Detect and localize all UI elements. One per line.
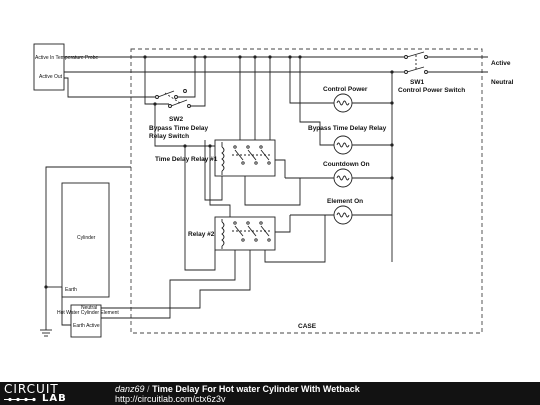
relay-2 [214, 216, 276, 251]
relay2-contacts [232, 221, 272, 242]
author-name[interactable]: danz69 [115, 384, 145, 394]
temperature-probe-box [33, 43, 65, 91]
tdr1-coil [221, 142, 225, 175]
circuit-trace-icon [4, 397, 36, 402]
time-delay-relay-1 [214, 139, 276, 177]
bypass-tdr-label: Bypass Time Delay Relay [308, 125, 387, 132]
countdown-on-lamp [333, 168, 353, 188]
element-on-lamp [333, 205, 353, 225]
relay2-coil [221, 219, 225, 249]
schematic-diagram: CASE Active In Temperature Probe Active … [33, 43, 514, 338]
sw1-desc: Control Power Switch [398, 87, 465, 94]
neutral-small-label: Neutral [81, 305, 97, 311]
control-power-lamp [333, 93, 353, 113]
hw-element-box [70, 304, 102, 338]
case-enclosure [130, 48, 483, 334]
active-out-label: Active Out [39, 74, 63, 80]
footer-bar: CIRCUIT LAB danz69 / Time Delay For Hot … [0, 382, 540, 405]
tdr1-label: Time Delay Relay #1 [155, 156, 218, 163]
title-separator: / [147, 384, 150, 394]
circuit-url[interactable]: http://circuitlab.com/ctx6z3v [115, 394, 226, 404]
sw2-desc-1: Bypass Time Delay [149, 125, 209, 132]
sw2-switch [155, 89, 191, 108]
ground-icon [40, 329, 52, 337]
footer-title: danz69 / Time Delay For Hot water Cylind… [115, 384, 360, 394]
sw1-label: SW1 [410, 79, 424, 86]
neutral-label: Neutral [491, 79, 514, 86]
sw2-label: SW2 [169, 116, 183, 123]
circuitlab-logo[interactable]: CIRCUIT LAB [4, 383, 90, 404]
cylinder-label: Cylinder [77, 235, 96, 241]
element-on-label: Element On [327, 198, 363, 205]
relay2-label: Relay #2 [188, 231, 215, 238]
earth-active-label: Earth Active [73, 323, 100, 329]
circuit-title: Time Delay For Hot water Cylinder With W… [152, 384, 360, 394]
active-label: Active [491, 60, 511, 67]
sw1-switch [404, 51, 428, 74]
countdown-on-label: Countdown On [323, 161, 370, 168]
logo-text-bottom: LAB [42, 393, 67, 404]
hw-element-label: Hot Water Cylinder Element [57, 310, 119, 316]
tdr1-contacts [232, 145, 272, 165]
sw2-desc-2: Relay Switch [149, 133, 189, 140]
bypass-tdr-lamp [333, 135, 353, 155]
logo-text-top: CIRCUIT [4, 382, 59, 396]
control-power-label: Control Power [323, 86, 368, 93]
cylinder-box [61, 182, 110, 298]
earth-label: Earth [65, 287, 77, 293]
case-label: CASE [298, 323, 317, 330]
active-temp-probe-label: Active In Temperature Probe [35, 55, 98, 61]
